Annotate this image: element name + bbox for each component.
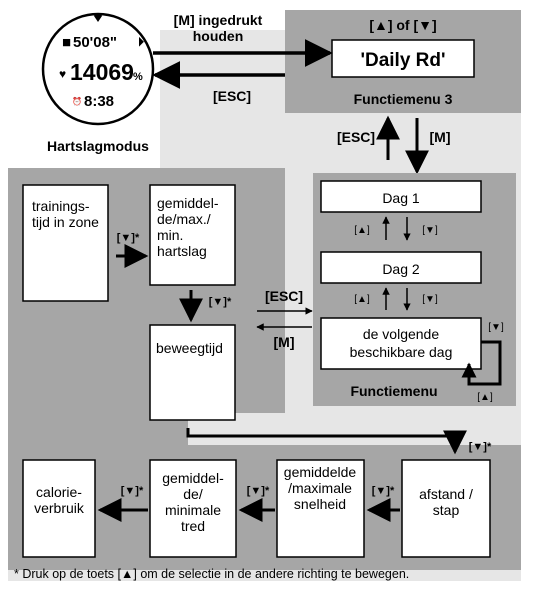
down-star-label-2: [▼]* xyxy=(209,296,232,308)
m-hold-label-2: houden xyxy=(193,28,244,44)
up-or-down-label: [▲] of [▼] xyxy=(369,17,436,33)
screen-afstand-line1: afstand / xyxy=(419,486,473,502)
functiemenu3-title: Functiemenu 3 xyxy=(354,91,453,107)
down-star-label-1: [▼]* xyxy=(117,232,140,244)
watch-battery-icon: ■ xyxy=(62,34,71,51)
screen-training-line1: trainings- xyxy=(32,198,90,214)
down-star-label-5: [▼]* xyxy=(247,485,270,497)
loop-up-label: [▲] xyxy=(477,392,493,403)
screen-beweegtijd-line1: beweegtijd xyxy=(156,340,223,356)
down-label-1: [▼] xyxy=(422,225,438,236)
screen-training-line2: tijd in zone xyxy=(32,214,99,230)
m-side-label: [M] xyxy=(430,129,451,145)
watch-line2: 14069 xyxy=(70,59,134,85)
screen-hr-line4: hartslag xyxy=(157,243,207,259)
screen-calorie-line2: verbruik xyxy=(34,500,85,516)
up-label-1: [▲] xyxy=(354,225,370,236)
watch-line3: 8:38 xyxy=(84,93,114,110)
watch-face: ■ 50'08" ⏵ ♥ 14069 % ⏰ 8:38 xyxy=(43,14,153,124)
watch-line2-suffix: % xyxy=(133,71,143,83)
watch-alarm-icon: ⏰ xyxy=(72,96,82,106)
watch-flag-icon: ⏵ xyxy=(138,35,144,49)
watch-heart-small-icon: ♥ xyxy=(59,67,66,81)
screen-afstand-line2: stap xyxy=(433,502,460,518)
dag1-label: Dag 1 xyxy=(382,190,420,206)
down-star-label-3: [▼]* xyxy=(469,441,492,453)
screen-snelheid-line2: /maximale xyxy=(288,480,352,496)
watch-line1: 50'08" xyxy=(73,34,117,51)
functiemenu-title: Functiemenu xyxy=(350,383,437,399)
daily-rd-value: 'Daily Rd' xyxy=(360,50,445,71)
dag2-label: Dag 2 xyxy=(382,261,420,277)
esc-mid-label: [ESC] xyxy=(265,288,303,304)
watch-caption: Hartslagmodus xyxy=(47,138,149,154)
down-label-2: [▼] xyxy=(422,294,438,305)
screen-snelheid-line3: snelheid xyxy=(294,496,346,512)
screen-hr-line2: de/max./ xyxy=(157,211,211,227)
m-mid-label: [M] xyxy=(274,334,295,350)
next-day-label-2: beschikbare dag xyxy=(350,344,453,360)
screen-tred-line4: tred xyxy=(181,518,205,534)
screen-snelheid-line1: gemiddelde xyxy=(284,464,357,480)
footnote: * Druk op de toets [▲] om de selectie in… xyxy=(14,567,409,581)
screen-hr-line1: gemiddel- xyxy=(157,195,219,211)
screen-tred-line3: minimale xyxy=(165,502,221,518)
screen-tred-line1: gemiddel- xyxy=(162,470,224,486)
screen-calorie-line1: calorie- xyxy=(36,484,82,500)
next-day-label-1: de volgende xyxy=(363,326,440,342)
down-star-label-4: [▼]* xyxy=(121,485,144,497)
up-label-2: [▲] xyxy=(354,294,370,305)
esc-top-label: [ESC] xyxy=(213,88,251,104)
esc-side-label: [ESC] xyxy=(337,129,375,145)
screen-tred-line2: de/ xyxy=(183,486,203,502)
loop-down-label: [▼] xyxy=(488,322,504,333)
down-star-label-6: [▼]* xyxy=(372,485,395,497)
m-hold-label-1: [M] ingedrukt xyxy=(174,12,263,28)
screen-hr-line3: min. xyxy=(157,227,183,243)
